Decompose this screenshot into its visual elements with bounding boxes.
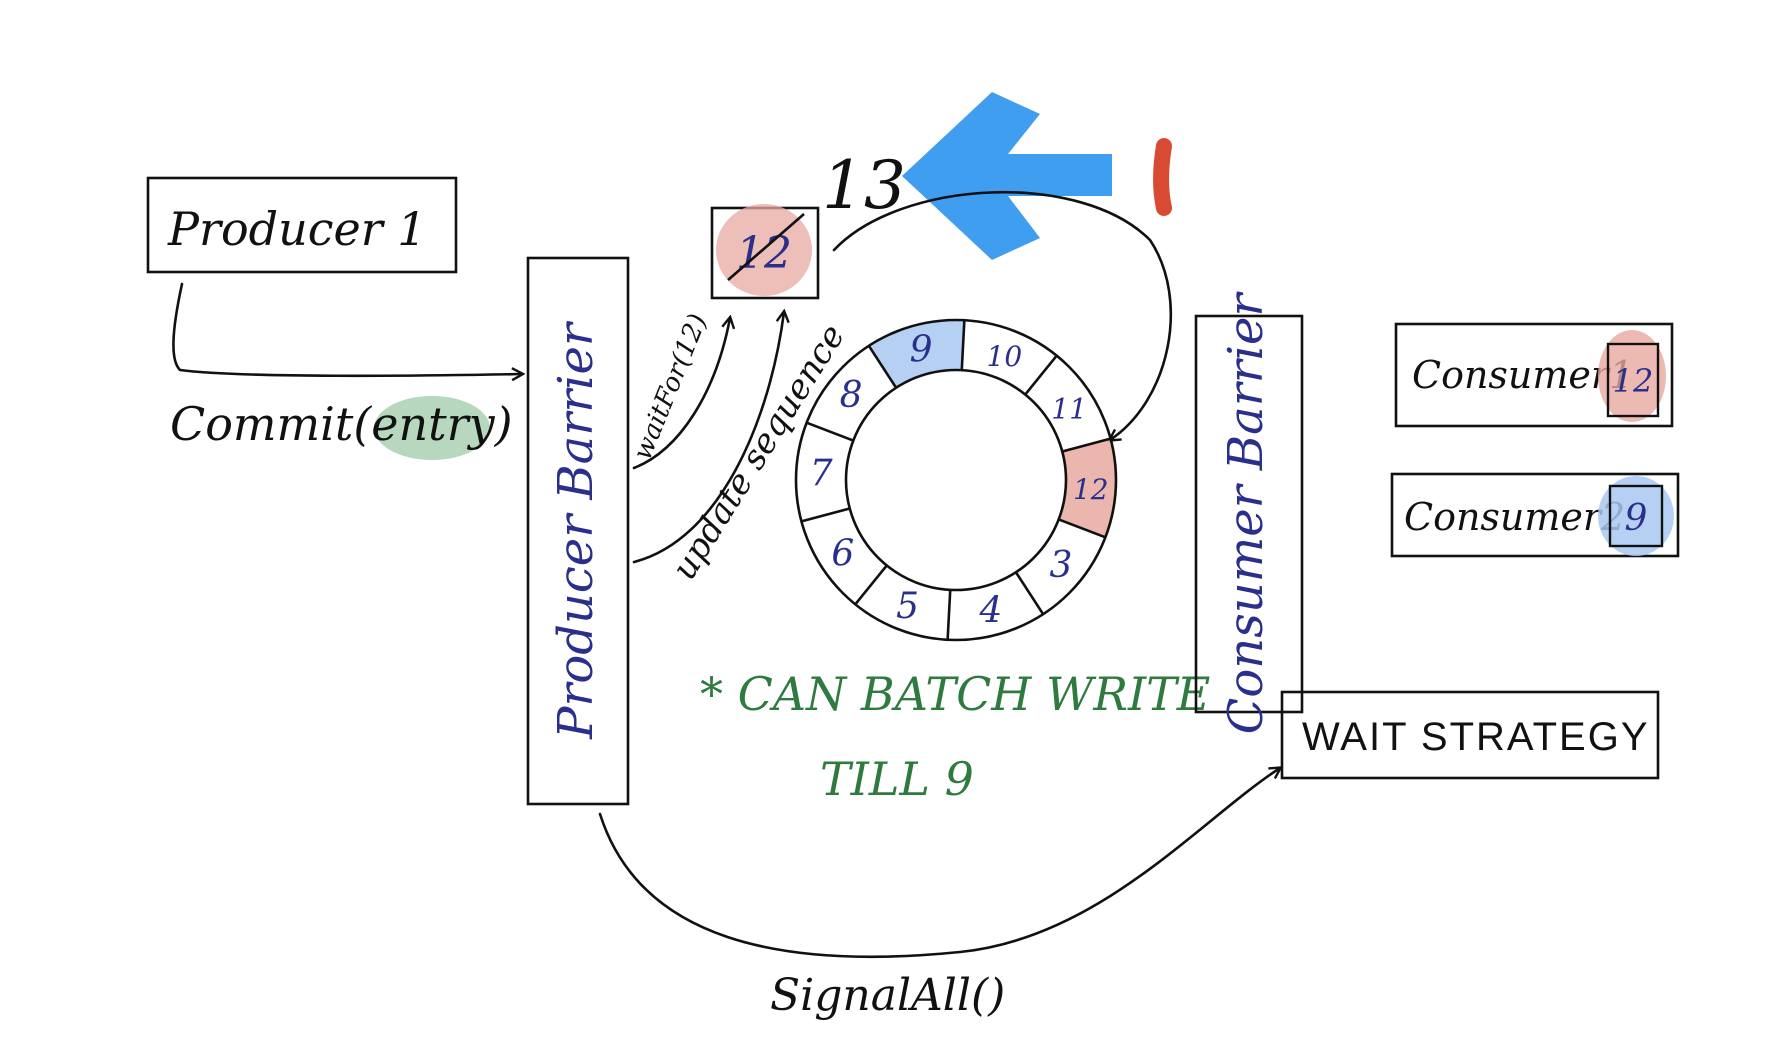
- ring-divider: [806, 421, 854, 442]
- step-marker: [1153, 138, 1172, 216]
- producer-barrier-label: Producer Barrier: [548, 320, 604, 740]
- producer-box: Producer 1: [146, 176, 458, 274]
- ring-divider: [1058, 518, 1106, 539]
- svg-text:Commit(entry): Commit(entry): [170, 397, 513, 451]
- ring-divider: [1014, 571, 1045, 615]
- ring-slot-4: 4: [978, 590, 1002, 631]
- ring-slot-6: 6: [831, 534, 854, 575]
- ring-divider: [1024, 354, 1058, 396]
- ring-divider: [801, 507, 851, 523]
- ring-slot-5: 5: [896, 586, 919, 627]
- commit-suffix: ): [494, 397, 513, 451]
- commit-arg: entry: [371, 397, 495, 451]
- ring-slot-highlight-12: [1058, 438, 1116, 538]
- commit-label: Commit(entry): [170, 396, 513, 460]
- ring-divider: [946, 589, 952, 640]
- producer-label: Producer 1: [167, 202, 427, 256]
- producer-barrier: Producer Barrier: [526, 256, 630, 806]
- cursor-strikeout: [727, 213, 805, 281]
- wait-for-label: waitFor(12): [628, 310, 714, 465]
- ring-buffer: 9 10 11 12 3 4 5 6 78: [794, 318, 1118, 642]
- commit-arrow: [172, 282, 522, 376]
- consumer-1-label: Consumer1: [1412, 353, 1633, 397]
- consumer-2-highlight: [1598, 476, 1674, 556]
- ring-slot-10: 10: [987, 340, 1023, 373]
- consumer-2: Consumer2 9: [1390, 472, 1680, 558]
- wait-strategy-label: WAIT STRATEGY: [1302, 715, 1650, 759]
- ring-divider: [1061, 437, 1111, 453]
- ring-inner-circle: [844, 368, 1068, 592]
- ring-outer-circle: [794, 318, 1118, 642]
- consumer-2-sequence: 9: [1625, 498, 1648, 539]
- cursor-new-value: 13: [822, 147, 906, 224]
- blue-arrow-icon: [902, 92, 1112, 260]
- update-sequence-arrow: [632, 312, 784, 564]
- wait-for-arrow: [632, 318, 730, 470]
- entry-highlight: [374, 396, 490, 460]
- cursor-box: 12: [710, 204, 820, 300]
- signal-all-arrow: [598, 768, 1280, 959]
- consumer-barrier-label: Consumer Barrier: [1218, 291, 1274, 735]
- wait-strategy: WAIT STRATEGY: [1280, 690, 1660, 780]
- commit-prefix: Commit(: [170, 397, 372, 451]
- ring-slot-8: 8: [840, 375, 863, 416]
- ring-divider: [867, 345, 898, 389]
- ring-slot-11: 11: [1051, 392, 1087, 425]
- sequence-return-arrow: [832, 190, 1173, 440]
- consumer-barrier: Consumer Barrier: [1194, 291, 1304, 735]
- consumer-2-label: Consumer2: [1404, 495, 1625, 539]
- ring-divider: [960, 320, 966, 371]
- consumer-1-sequence: 12: [1613, 362, 1654, 400]
- ring-slot-3: 3: [1049, 545, 1072, 586]
- batch-note-line1: * CAN BATCH WRITE: [700, 667, 1210, 721]
- ring-slot-12: 12: [1073, 473, 1109, 506]
- batch-note-line2: TILL 9: [820, 752, 974, 806]
- cursor-old-value: 12: [736, 228, 792, 279]
- consumer-1-highlight: [1598, 330, 1666, 422]
- signal-all-label: SignalAll(): [770, 970, 1005, 1021]
- ring-slot-9: 9: [910, 330, 933, 371]
- ring-slot-7: 7: [810, 453, 833, 494]
- ring-divider: [854, 564, 888, 606]
- consumer-1: Consumer1 12: [1394, 322, 1674, 428]
